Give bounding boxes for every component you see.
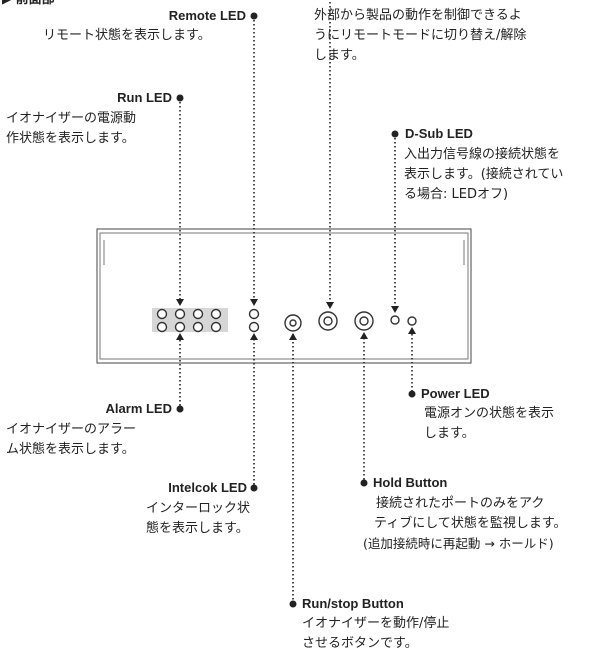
hold-button-graphic bbox=[354, 311, 374, 331]
remote-interlock-leds bbox=[248, 308, 260, 333]
remote-button-desc-line: 外部から製品の動作を制御できるよ bbox=[314, 8, 522, 23]
interlock-led-desc-line: インターロック状 bbox=[146, 501, 251, 516]
interlock-led-desc-line: 態を表示します。 bbox=[146, 521, 249, 536]
arrow-hold-button bbox=[360, 332, 368, 339]
power-led-desc-line: します。 bbox=[424, 426, 475, 441]
run-led-desc-line: 作状態を表示します。 bbox=[6, 131, 135, 146]
arrow-power-led bbox=[408, 327, 416, 334]
callout-dot-hold-button bbox=[360, 479, 368, 487]
alarm-led-desc-line: ム状態を表示します。 bbox=[6, 442, 135, 457]
callout-dot-run-stop-button bbox=[289, 600, 297, 608]
power-led-title: Power LED bbox=[421, 386, 490, 401]
arrow-run-led bbox=[176, 299, 184, 306]
interlock-led-title: Intelcok LED bbox=[168, 480, 247, 495]
dsub-led-desc-line: 入出力信号線の接続状態を bbox=[404, 147, 561, 162]
alarm-led-title: Alarm LED bbox=[105, 401, 172, 416]
callout-dot-power-led bbox=[408, 390, 416, 398]
run-stop-button-graphic bbox=[284, 314, 302, 332]
run-stop-button-desc-line: させるボタンです。 bbox=[302, 636, 418, 651]
run-led-desc-line: イオナイザーの電源動 bbox=[6, 111, 137, 126]
status-led-cluster bbox=[156, 308, 222, 333]
remote-button-desc-line: します。 bbox=[314, 48, 365, 63]
remote-led-desc: リモート状態を表示します。 bbox=[43, 28, 211, 43]
dsub-led-title: D-Sub LED bbox=[405, 126, 473, 141]
section-title: ▶ 前面部 bbox=[2, 0, 55, 8]
run-stop-button-title: Run/stop Button bbox=[302, 596, 404, 611]
callout-dot-dsub-led bbox=[391, 130, 399, 138]
remote-led-title: Remote LED bbox=[168, 8, 246, 23]
arrow-alarm-led bbox=[176, 333, 184, 340]
hold-button-desc-line: 接続されたポートのみをアク bbox=[376, 496, 545, 511]
arrow-remote-led bbox=[250, 299, 258, 306]
remote-button-graphic bbox=[318, 311, 338, 331]
callout-dot-interlock-led bbox=[250, 484, 258, 492]
run-stop-button-desc-line: イオナイザーを動作/停止 bbox=[302, 616, 450, 631]
callout-dot-run-led bbox=[176, 94, 184, 102]
dsub-led-desc-line: る場合: LEDオフ) bbox=[404, 187, 509, 202]
callout-dot-alarm-led bbox=[176, 405, 184, 413]
dsub-power-leds bbox=[390, 315, 417, 326]
run-led-title: Run LED bbox=[117, 90, 172, 105]
arrow-dsub-led bbox=[391, 306, 399, 313]
hold-button-desc-line: ティブにして状態を監視します。 bbox=[374, 516, 567, 531]
hold-button-desc-line: (追加接続時に再起動 → ホールド) bbox=[363, 536, 554, 551]
device-front-panel bbox=[96, 228, 472, 364]
alarm-led-desc-line: イオナイザーのアラー bbox=[6, 422, 137, 437]
callout-dot-remote-led bbox=[250, 12, 258, 20]
power-led-desc-line: 電源オンの状態を表示 bbox=[424, 406, 555, 421]
arrow-interlock-led bbox=[250, 333, 258, 340]
arrow-remote-button bbox=[326, 302, 334, 309]
hold-button-title: Hold Button bbox=[373, 475, 448, 490]
dsub-led-desc-line: 表示します。(接続されてい bbox=[404, 167, 564, 182]
arrow-run-stop-button bbox=[289, 333, 297, 340]
remote-button-desc-line: うにリモートモードに切り替え/解除 bbox=[314, 28, 527, 43]
